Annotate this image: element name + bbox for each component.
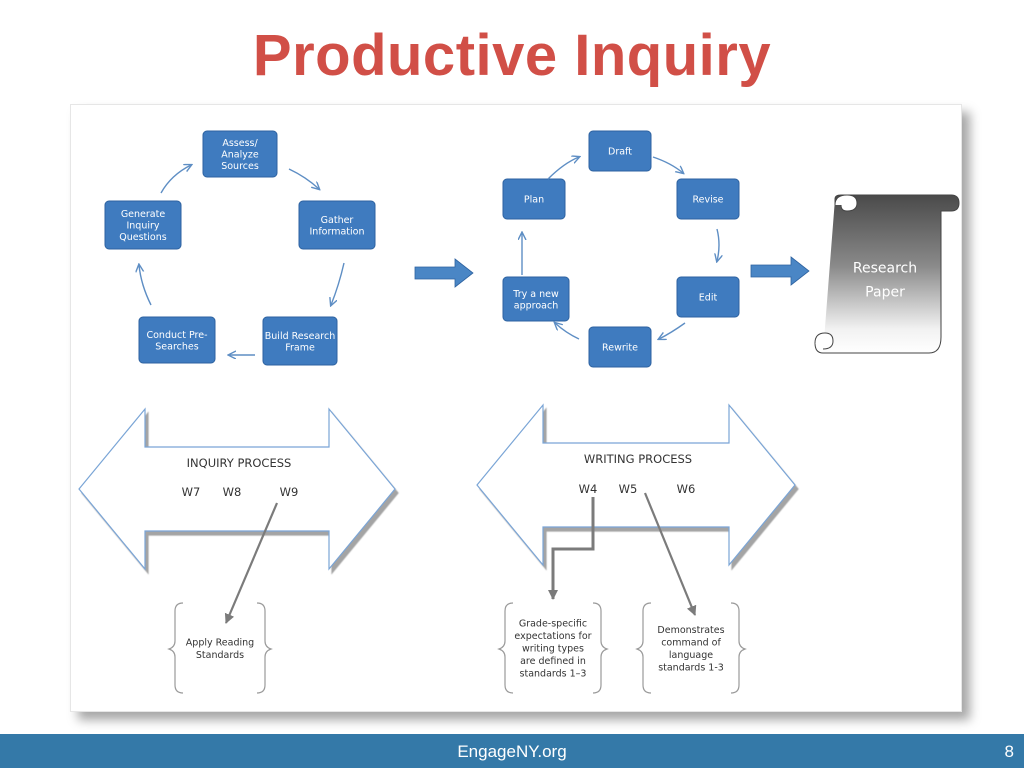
slide-title: Productive Inquiry [252,23,772,88]
node-label: Rewrite [602,343,638,354]
node-plan: Plan [502,178,566,220]
connector-w9-apply [224,502,279,624]
node-edit: Edit [676,276,740,318]
transition-arrow [414,258,474,288]
cycle-arrow [547,157,579,180]
standard-w7: W7 [182,485,201,499]
cycle-arrow [652,156,683,173]
node-rewrite: Rewrite [588,326,652,368]
connector-w4-grade [548,497,595,600]
cycle-arrow [288,168,319,189]
standard-w4: W4 [579,482,598,496]
node-draft: Draft [588,130,652,172]
cycle-arrow [331,262,345,305]
standard-w5: W5 [619,482,638,496]
page-number: 8 [1004,742,1014,761]
standard-w8: W8 [223,485,242,499]
node-label: Edit [699,293,718,304]
node-conduct: Conduct Pre-Searches [138,316,216,364]
transition-arrow [750,256,810,286]
connector-w5-command [643,492,697,616]
node-label: Revise [692,195,723,206]
cycle-arrow [160,165,191,194]
cycle-arrow [555,323,580,340]
inquiry-process-label: INQUIRY PROCESS [187,456,292,470]
standard-w6: W6 [677,482,696,496]
footer-bar: EngageNY.org 8 [0,734,1024,768]
node-label: Draft [608,147,632,158]
cycle-arrow [139,265,152,306]
cycle-arrow [717,228,719,261]
writing-process-arrow [476,403,796,567]
footer-site: EngageNY.org [457,742,567,761]
standard-w9: W9 [280,485,299,499]
inquiry-process-arrow [78,407,396,571]
writing-process-label: WRITING PROCESS [584,452,692,466]
cycle-arrow [659,322,686,339]
node-revise: Revise [676,178,740,220]
node-label: Plan [524,195,544,206]
node-label: Conduct Pre-Searches [146,330,207,353]
